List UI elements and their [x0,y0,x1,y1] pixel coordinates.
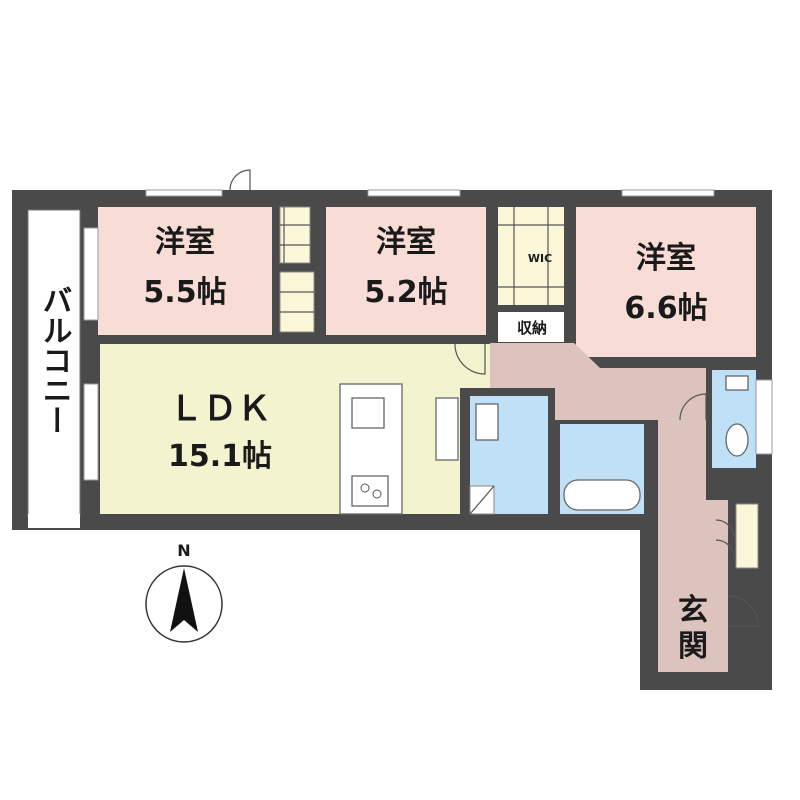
bedroom-1 [98,206,311,335]
ldk-name: ＬＤＫ [169,389,271,429]
compass: N [145,541,223,643]
shoe-cabinet [735,503,759,569]
bedroom-1-name: 洋室 [155,225,215,260]
washroom [469,396,548,515]
bedroom-1-size: 5.5帖 [143,275,226,310]
balcony: バルコニー [27,209,81,528]
ldk-size: 15.1帖 [168,439,272,474]
bedroom-2 [279,207,486,335]
entrance-label-1: 玄 [678,593,708,628]
entrance-label-2: 関 [678,629,708,664]
windows [83,189,773,481]
bedroom-2-size: 5.2帖 [364,275,447,310]
compass-circle [145,565,223,643]
wic-label: WIC [528,252,552,265]
bathroom [560,424,644,514]
bedroom-3-size: 6.6帖 [624,291,707,326]
ldk [100,344,490,515]
bedroom-2-name: 洋室 [376,225,436,260]
balcony-label: バルコニー [37,285,72,435]
compass-label: N [177,541,190,560]
storage [498,312,564,342]
storage-label: 収納 [517,319,547,337]
entrance [660,582,726,670]
doors [229,169,759,627]
walk-in-closet [498,207,564,305]
bedroom-3 [576,207,756,357]
toilet [712,370,756,468]
north-arrow-icon [170,568,198,632]
bedroom-3-name: 洋室 [636,241,696,276]
room-labels: 洋室 5.5帖 洋室 5.2帖 WIC 収納 洋室 6.6帖 ＬＤＫ 15.1帖… [143,225,708,664]
